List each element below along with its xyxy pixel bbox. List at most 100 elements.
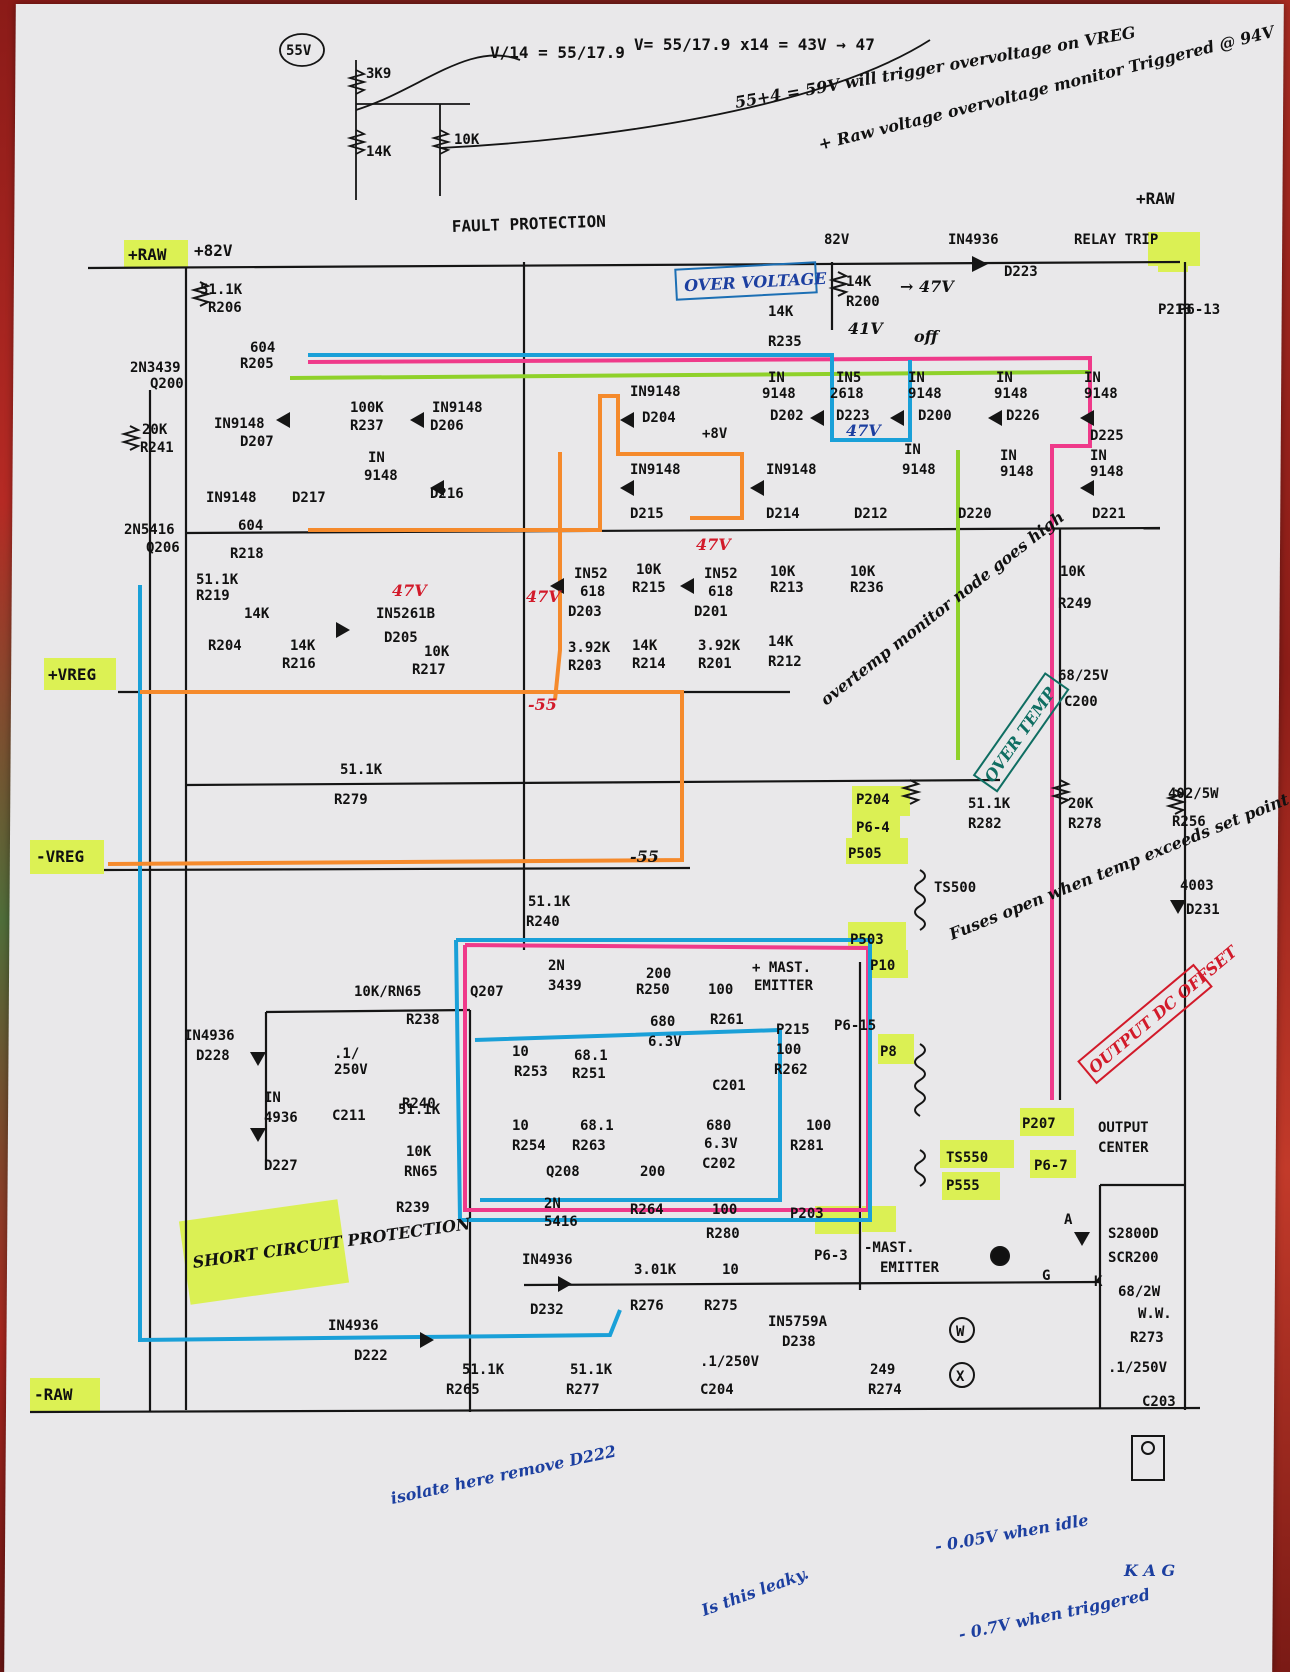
component-label-l12: D217: [292, 490, 326, 506]
component-label-l140: 10: [512, 1044, 529, 1060]
component-label-l21: Q206: [146, 540, 180, 556]
component-label-l152: 4936: [264, 1110, 298, 1126]
component-label-l14: R237: [350, 418, 384, 434]
formula-sketch: [279, 33, 931, 200]
component-label-l55: R214: [632, 656, 666, 672]
formula-eq2: V= 55/17.9 x14 = 43V → 47: [634, 35, 875, 54]
component-label-l145: D228: [196, 1048, 230, 1064]
component-label-l107: R256: [1172, 814, 1206, 830]
component-label-l18: 9148: [364, 468, 398, 484]
component-label-l156: R239: [396, 1200, 430, 1216]
component-symbols: [120, 271, 1187, 1481]
component-label-l158: R254: [512, 1138, 546, 1154]
component-label-l103: R282: [968, 816, 1002, 832]
component-label-l181: 10: [722, 1262, 739, 1278]
rail-plus-vreg: +VREG: [48, 665, 96, 684]
component-label-l54: 14K: [632, 638, 658, 654]
component-label-l51: R236: [850, 580, 884, 596]
component-label-l32: 10K: [424, 644, 450, 660]
component-label-l133: 680: [650, 1014, 675, 1030]
note-off: off: [914, 327, 941, 346]
formula-v1: 55V: [286, 43, 312, 59]
component-label-l164: C202: [702, 1156, 736, 1172]
component-label-l120: 51.1K: [528, 894, 571, 910]
over-voltage-box: OVER VOLTAGE: [684, 269, 828, 295]
component-label-l138: 100: [776, 1042, 801, 1058]
formula-r2: 14K: [366, 144, 392, 160]
component-label-l185: IN4936: [328, 1318, 379, 1334]
component-label-l143: R251: [572, 1066, 606, 1082]
note-fuses: Fuses open when temp exceeds set point: [945, 789, 1290, 944]
component-label-l101: P505: [848, 846, 882, 862]
component-label-l73: IN9148: [766, 462, 817, 478]
component-label-l57: R201: [698, 656, 732, 672]
component-label-l49: R213: [770, 580, 804, 596]
component-label-l83: D220: [958, 506, 992, 522]
component-label-l190: R277: [566, 1382, 600, 1398]
component-label-l31: D205: [384, 630, 418, 646]
component-label-l85: 9148: [1084, 386, 1118, 402]
component-label-l94: P6-13: [1178, 302, 1220, 318]
component-label-l206: G: [1042, 1268, 1050, 1284]
note-isolate: isolate here remove D222: [389, 1442, 618, 1508]
component-label-l59: R212: [768, 654, 802, 670]
component-label-l180: R276: [630, 1298, 664, 1314]
component-label-l19: D216: [430, 486, 464, 502]
component-label-l141: R253: [514, 1064, 548, 1080]
note-leaky: Is this leaky.: [698, 1563, 811, 1620]
component-label-l150: R240: [402, 1096, 436, 1112]
component-label-l86: D225: [1090, 428, 1124, 444]
note-41v: 41V: [848, 319, 884, 338]
component-label-l123: 3439: [548, 978, 582, 994]
component-label-l13: 100K: [350, 400, 384, 416]
component-label-l89: D221: [1092, 506, 1126, 522]
component-label-l122: 2N: [548, 958, 565, 974]
rail-minus-raw: -RAW: [34, 1385, 73, 1404]
component-label-l155: RN65: [404, 1164, 438, 1180]
component-label-l70: IN: [908, 370, 925, 386]
component-label-l127: 200: [646, 966, 671, 982]
component-label-l66: D202: [770, 408, 804, 424]
component-label-l175: -MAST.: [864, 1240, 915, 1256]
component-label-l2: R206: [208, 300, 242, 316]
component-label-l125: 10K/RN65: [354, 984, 421, 1000]
component-label-l34: 51.1K: [340, 762, 383, 778]
component-label-l114: TS550: [946, 1150, 988, 1166]
component-label-l136: P215: [776, 1022, 810, 1038]
note-kag: K A G: [1123, 1561, 1175, 1580]
component-label-l3: 604: [250, 340, 275, 356]
component-label-l92: RELAY TRIP: [1074, 232, 1158, 248]
component-label-l166: R281: [790, 1138, 824, 1154]
component-label-l20: 2N5416: [124, 522, 175, 538]
component-label-l75: IN: [904, 442, 921, 458]
component-label-l188: R265: [446, 1382, 480, 1398]
trace-green: [289, 370, 1091, 760]
component-label-l35: R279: [334, 792, 368, 808]
component-label-l151: IN: [264, 1090, 281, 1106]
component-label-l121: R240: [526, 914, 560, 930]
component-label-l131: + MAST.: [752, 960, 811, 976]
rail-plus-raw-right: +RAW: [1136, 189, 1175, 208]
component-label-l119: CENTER: [1098, 1140, 1149, 1156]
component-label-l22: 604: [238, 518, 263, 534]
component-label-l8: R241: [140, 440, 174, 456]
note-47v-b: 47V: [846, 421, 882, 440]
component-label-l60: 14K: [768, 304, 794, 320]
component-label-l106: 402/5W: [1168, 786, 1219, 802]
component-label-l62: 14K: [846, 274, 872, 290]
component-label-l207: 82V: [824, 232, 850, 248]
component-label-l99: P204: [856, 792, 890, 808]
component-label-l68: 2618: [830, 386, 864, 402]
component-label-l160: R263: [572, 1138, 606, 1154]
component-label-l198: SCR200: [1108, 1250, 1159, 1266]
note-triggered: - 0.7V when triggered: [957, 1585, 1152, 1644]
component-label-l79: 9148: [994, 386, 1028, 402]
component-label-l76: 9148: [902, 462, 936, 478]
formula-r3: 10K: [454, 132, 480, 148]
component-label-l116: P207: [1022, 1116, 1056, 1132]
note-47v-e: 47V: [696, 535, 732, 554]
component-label-l129: 100: [708, 982, 733, 998]
component-label-l194: R274: [868, 1382, 902, 1398]
over-temp-box: OVER TEMP: [981, 683, 1061, 786]
note-overtemp-monitor: overtemp monitor node goes high: [817, 507, 1068, 709]
